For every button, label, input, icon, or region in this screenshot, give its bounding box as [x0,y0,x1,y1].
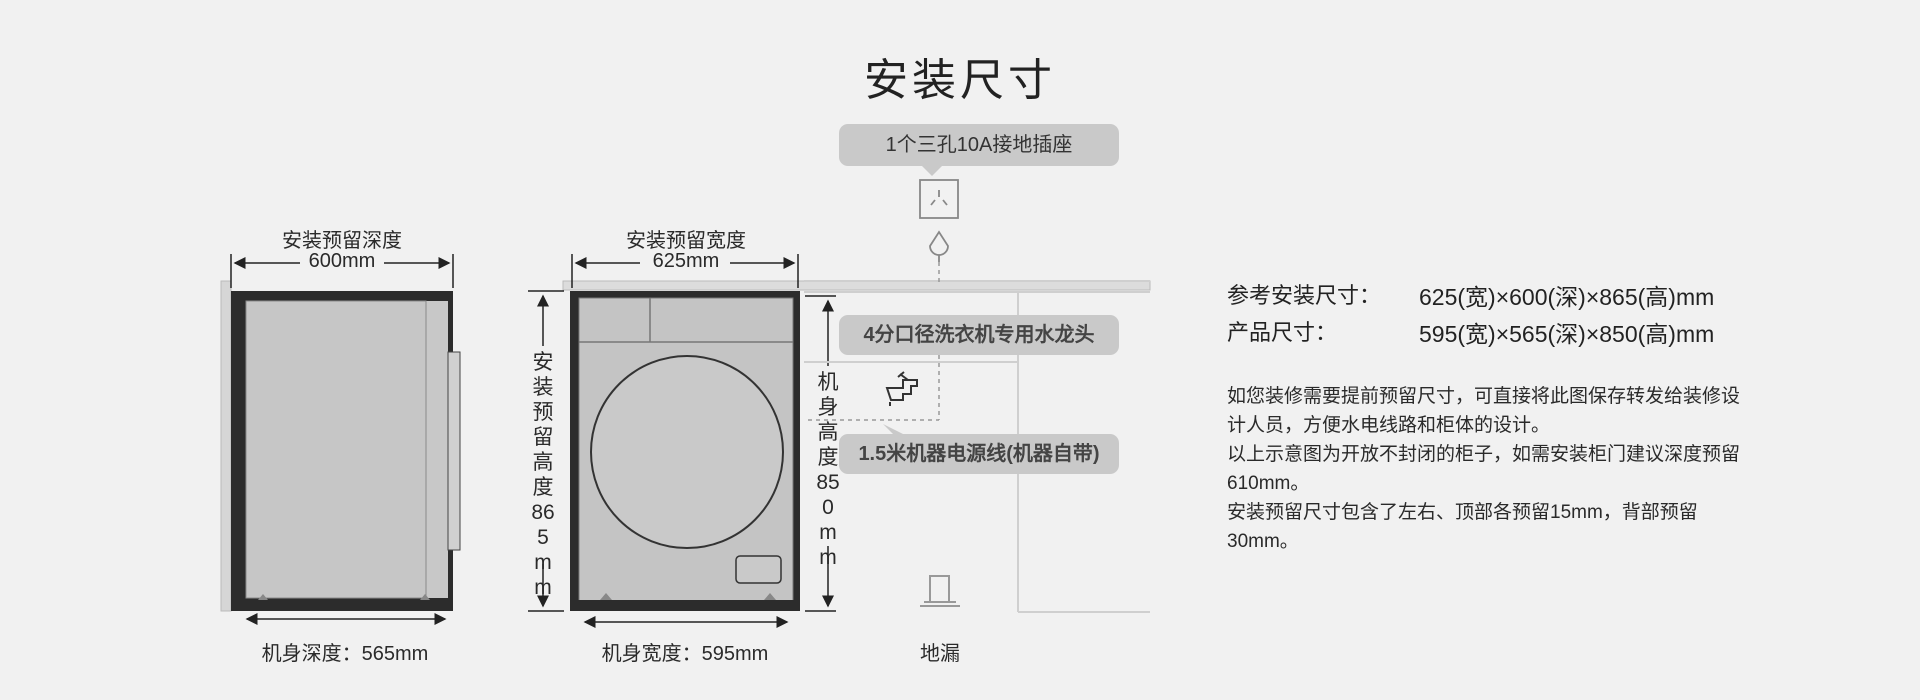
faucet-icon [885,371,918,406]
front-width-dimension [571,254,799,628]
floor-drain-label: 地漏 [920,643,960,665]
plug-icon [929,230,949,262]
power-cord-path [808,355,940,421]
side-bottom-label: 机身深度：565mm [261,643,429,665]
front-top-value: 625mm [652,250,720,272]
faucet-callout: 4分口径洗衣机专用水龙头 [839,315,1119,355]
side-top-label: 安装预留深度 [282,230,402,252]
installation-notes: 如您装修需要提前预留尺寸，可直接将此图保存转发给装修设计人员，方便水电线路和柜体… [1227,382,1747,556]
spec-key: 产品尺寸： [1227,320,1338,345]
spec-key: 参考安装尺寸： [1227,283,1382,308]
socket-callout: 1个三孔10A接地插座 [839,124,1119,166]
side-depth-dimension [230,254,454,625]
front-view-machine [562,280,1151,611]
front-top-label: 安装预留宽度 [626,230,746,252]
side-view-machine [220,280,461,612]
page-title: 安装尺寸 [864,56,1056,105]
note-paragraph: 安装预留尺寸包含了左右、顶部各预留15mm，背部预留30mm。 [1227,502,1698,552]
side-top-value: 600mm [308,250,376,272]
spec-value: 595(宽)×565(深)×850(高)mm [1419,321,1715,347]
power-cord-callout: 1.5米机器电源线(机器自带) [839,434,1119,474]
machine-height-label: 机身高度850mm [816,371,840,569]
spec-value: 625(宽)×600(深)×865(高)mm [1419,284,1715,310]
install-height-label: 安装预留高度865mm [531,351,555,599]
height-dimensions [528,290,836,612]
front-bottom-label: 机身宽度：595mm [601,643,769,665]
socket-icon [919,179,959,219]
floor-drain-icon [920,575,960,607]
cord-callout-pointer [883,424,903,434]
note-paragraph: 如您装修需要提前预留尺寸，可直接将此图保存转发给装修设计人员，方便水电线路和柜体… [1227,386,1741,436]
socket-callout-pointer [922,166,942,176]
note-paragraph: 以上示意图为开放不封闭的柜子，如需安装柜门建议深度预留610mm。 [1227,444,1741,494]
